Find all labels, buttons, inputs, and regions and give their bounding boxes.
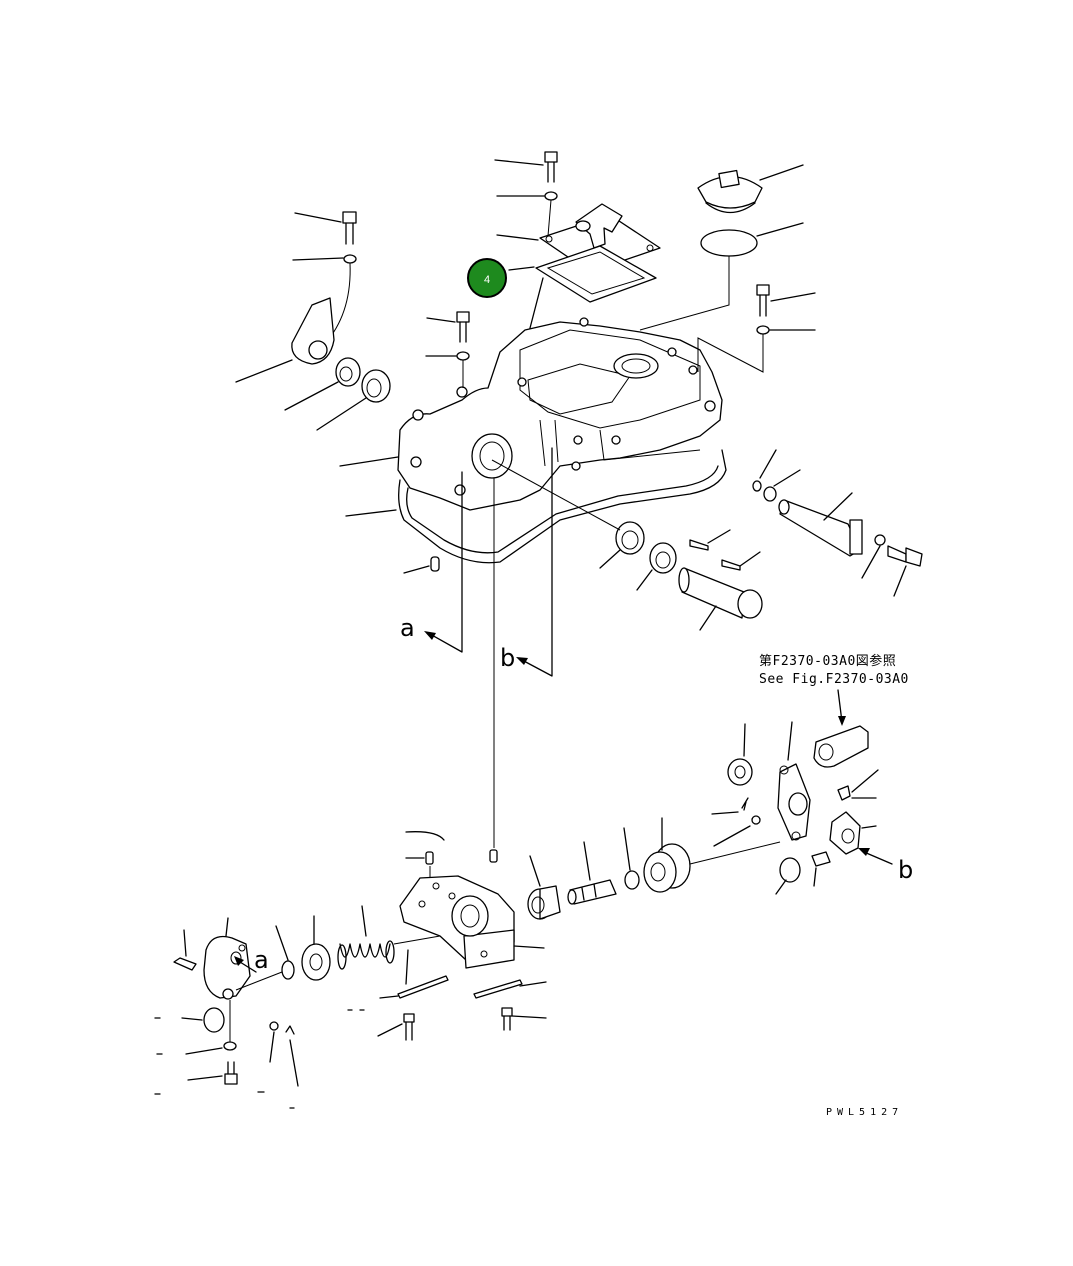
dowel-pins-lower (405, 831, 498, 878)
link-plate (777, 721, 811, 841)
dowel-pin (403, 556, 440, 574)
shims (379, 949, 547, 999)
snap-ring (623, 827, 640, 890)
bushing-1 (316, 369, 391, 431)
roller (775, 857, 801, 895)
shaft-seals (752, 449, 801, 502)
main-housing (397, 317, 723, 511)
keys (689, 529, 761, 571)
housing-gasket (398, 449, 727, 564)
figure-code: PWL5127 (826, 1107, 903, 1118)
valve-body (399, 875, 545, 969)
lower-bolts (377, 1007, 547, 1041)
plug (527, 855, 561, 920)
mid-bolt (425, 311, 470, 388)
callout-badge[interactable]: 4 (467, 258, 507, 298)
spring-seat (301, 915, 331, 981)
elbow-fitting (575, 203, 623, 249)
breather-cap (697, 164, 804, 214)
marker-a-lower: a (254, 946, 269, 974)
lower-washer (156, 1000, 237, 1055)
bolt-right-2 (887, 545, 923, 597)
piston-rod (567, 841, 617, 905)
marker-b-upper: b (500, 644, 515, 672)
cap-bolt-left (173, 929, 197, 971)
small-washer-right (861, 534, 886, 579)
o-ring (700, 222, 804, 257)
reference-en: See Fig.F2370-03A0 (759, 672, 909, 687)
yoke-part (813, 725, 869, 768)
cotter-pin (711, 797, 761, 847)
bearing-2 (636, 542, 677, 591)
small-ring-left (269, 1021, 299, 1087)
lever-arm (235, 297, 335, 383)
top-bolt (494, 151, 558, 183)
reference-jp: 第F2370-03A0図参照 (759, 653, 896, 669)
rubber-bush (154, 1007, 225, 1033)
spacer-ring (727, 723, 753, 786)
lower-bolt-left (187, 1061, 238, 1085)
cam-block (829, 811, 877, 855)
bearing-1 (284, 357, 361, 411)
fork-shaft (778, 492, 863, 557)
cap-housing (203, 917, 251, 1000)
top-washer (496, 191, 558, 237)
callout-number: 4 (484, 274, 490, 286)
pin (811, 851, 831, 887)
right-bolt (639, 256, 816, 373)
retaining-ring (275, 925, 295, 980)
spring-collar (643, 817, 781, 893)
bushing-2 (491, 459, 645, 569)
marker-a-upper: a (400, 614, 415, 642)
main-shaft (678, 567, 763, 631)
spring (337, 905, 441, 970)
small-screw (837, 769, 879, 801)
left-bolt (294, 211, 357, 245)
marker-b-lower: b (898, 856, 913, 884)
